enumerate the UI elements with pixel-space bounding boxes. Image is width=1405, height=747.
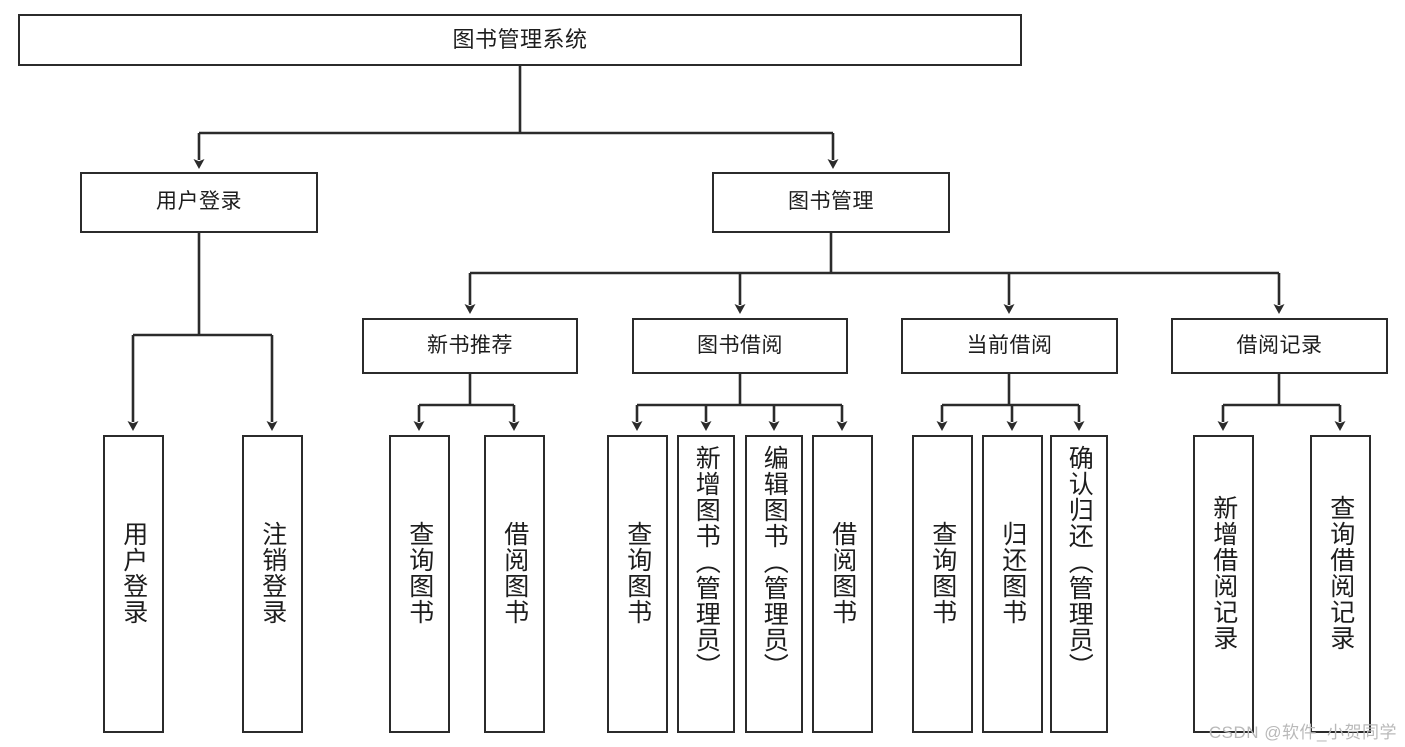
node-leaf-query-book-2-label: 查询图书 [623, 521, 652, 625]
node-new-book-rec[interactable]: 新书推荐 [362, 318, 578, 374]
node-current-borrow-label: 当前借阅 [966, 333, 1053, 357]
node-leaf-logout-label: 注销登录 [258, 521, 287, 625]
node-borrow-record-label: 借阅记录 [1236, 333, 1323, 357]
node-leaf-add-book[interactable]: 新增图书（管理员） [677, 435, 735, 733]
node-leaf-user-login-label: 用户登录 [119, 521, 148, 625]
node-root[interactable]: 图书管理系统 [18, 14, 1022, 66]
node-book-manage-label: 图书管理 [788, 190, 874, 214]
node-leaf-confirm-return-label: 确认归还（管理员） [1065, 445, 1094, 679]
node-book-manage[interactable]: 图书管理 [712, 172, 950, 233]
node-leaf-borrow-book-1[interactable]: 借阅图书 [484, 435, 545, 733]
node-new-book-rec-label: 新书推荐 [427, 333, 513, 357]
node-leaf-confirm-return[interactable]: 确认归还（管理员） [1050, 435, 1108, 733]
node-root-label: 图书管理系统 [452, 27, 588, 53]
node-leaf-borrow-book-2-label: 借阅图书 [828, 521, 857, 625]
node-leaf-edit-book[interactable]: 编辑图书（管理员） [745, 435, 803, 733]
node-leaf-add-record[interactable]: 新增借阅记录 [1193, 435, 1254, 733]
node-leaf-query-book-3-label: 查询图书 [928, 521, 957, 625]
node-leaf-query-record-label: 查询借阅记录 [1326, 495, 1355, 651]
node-book-borrow[interactable]: 图书借阅 [632, 318, 848, 374]
node-leaf-query-record[interactable]: 查询借阅记录 [1310, 435, 1371, 733]
node-leaf-return-book[interactable]: 归还图书 [982, 435, 1043, 733]
node-leaf-return-book-label: 归还图书 [998, 521, 1027, 625]
node-leaf-query-book-2[interactable]: 查询图书 [607, 435, 668, 733]
node-leaf-logout[interactable]: 注销登录 [242, 435, 303, 733]
node-leaf-query-book-1[interactable]: 查询图书 [389, 435, 450, 733]
node-leaf-borrow-book-2[interactable]: 借阅图书 [812, 435, 873, 733]
node-user-login[interactable]: 用户登录 [80, 172, 318, 233]
watermark-text: CSDN @软件_小贺同学 [1208, 723, 1397, 742]
node-current-borrow[interactable]: 当前借阅 [901, 318, 1118, 374]
node-leaf-add-record-label: 新增借阅记录 [1209, 495, 1238, 651]
node-leaf-query-book-3[interactable]: 查询图书 [912, 435, 973, 733]
node-user-login-label: 用户登录 [156, 190, 242, 214]
node-leaf-add-book-label: 新增图书（管理员） [692, 445, 721, 679]
node-leaf-query-book-1-label: 查询图书 [405, 521, 434, 625]
node-leaf-borrow-book-1-label: 借阅图书 [500, 521, 529, 625]
node-book-borrow-label: 图书借阅 [697, 333, 783, 357]
node-leaf-edit-book-label: 编辑图书（管理员） [760, 445, 789, 679]
node-leaf-user-login[interactable]: 用户登录 [103, 435, 164, 733]
node-borrow-record[interactable]: 借阅记录 [1171, 318, 1388, 374]
